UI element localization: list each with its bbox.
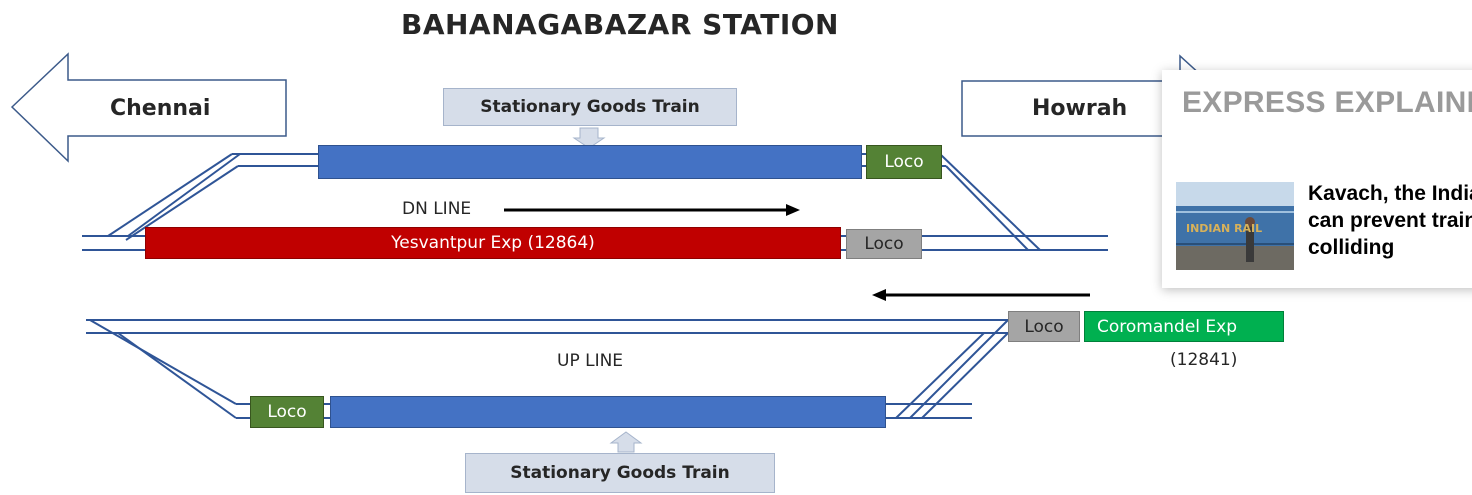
coromandel-number: (12841) xyxy=(1170,350,1238,370)
bottom-label-pointer xyxy=(609,431,643,453)
express-explained-card[interactable]: EXPRESS EXPLAINED INDIAN RAIL Kavach, th… xyxy=(1162,70,1472,288)
coromandel-loco: Loco xyxy=(1008,311,1080,342)
top-goods-label: Stationary Goods Train xyxy=(443,88,737,126)
chennai-label: Chennai xyxy=(110,96,211,121)
express-explained-heading: EXPRESS EXPLAINED xyxy=(1182,86,1472,119)
bottom-goods-loco: Loco xyxy=(250,396,324,428)
headline-line: colliding xyxy=(1308,236,1395,259)
top-goods-loco: Loco xyxy=(866,145,942,179)
thumbnail-caption: INDIAN RAIL xyxy=(1186,222,1262,235)
coromandel-express: Coromandel Exp xyxy=(1084,311,1284,342)
tracks xyxy=(82,153,1108,419)
train-photo-icon: INDIAN RAIL xyxy=(1176,182,1294,270)
top-label-pointer xyxy=(572,127,606,149)
article-thumbnail[interactable]: INDIAN RAIL xyxy=(1176,182,1294,270)
headline-line: Kavach, the India-made system that xyxy=(1308,182,1472,205)
up-line-label: UP LINE xyxy=(557,351,624,371)
yesvantpur-express: Yesvantpur Exp (12864) xyxy=(145,227,841,259)
bottom-goods-train xyxy=(330,396,886,428)
headline-line: can prevent trains from xyxy=(1308,209,1472,232)
dn-line-label: DN LINE xyxy=(402,199,472,219)
yesvantpur-loco: Loco xyxy=(846,229,922,259)
chennai-direction-arrow xyxy=(10,52,287,163)
howrah-label: Howrah xyxy=(1032,96,1128,121)
article-headline[interactable]: Kavach, the India-made system that can p… xyxy=(1308,180,1472,261)
station-title: BAHANAGABAZAR STATION xyxy=(400,8,839,41)
bottom-goods-label: Stationary Goods Train xyxy=(465,453,775,493)
top-goods-train xyxy=(318,145,862,179)
